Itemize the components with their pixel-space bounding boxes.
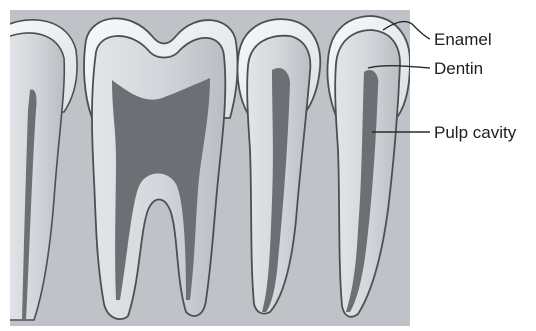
pulp-cavity-label: Pulp cavity — [434, 123, 517, 142]
dentin-label: Dentin — [434, 59, 483, 78]
enamel-label: Enamel — [434, 30, 492, 49]
